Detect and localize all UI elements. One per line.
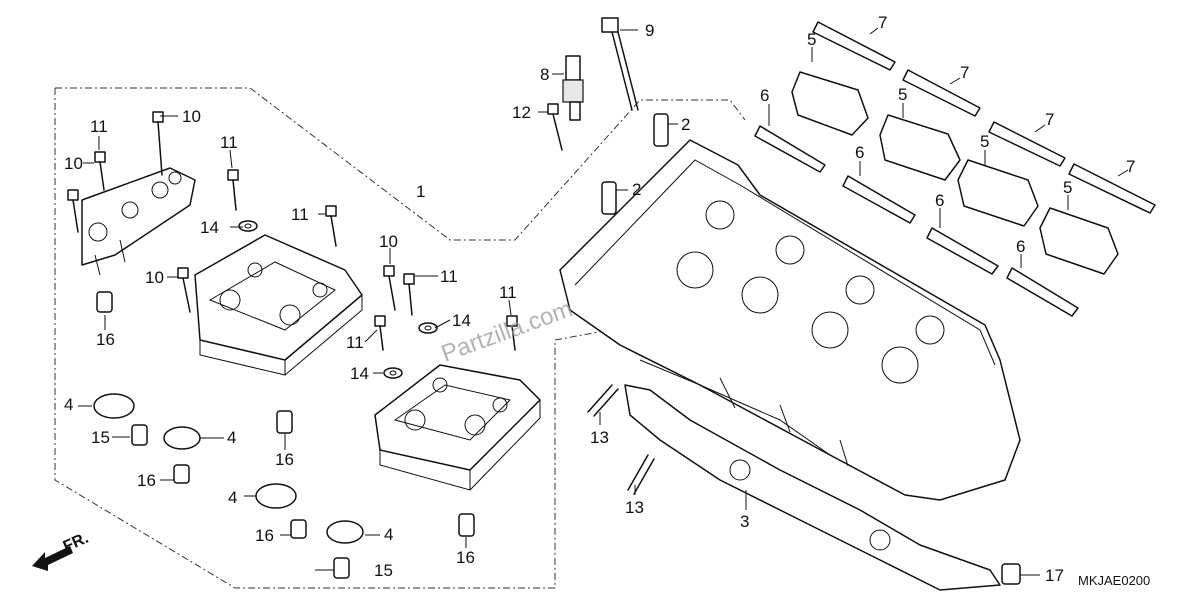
callout-14-b: 14 [452,311,471,330]
front-arrow-icon [32,546,73,571]
callout-17: 17 [1045,566,1064,585]
callout-7-b: 7 [960,63,969,82]
callout-16-d: 16 [255,526,274,545]
callout-2-lower: 2 [632,180,641,199]
stud-bolt-9[interactable] [601,17,639,111]
diagram-code: MKJAE0200 [1078,573,1150,588]
callout-8: 8 [540,65,549,84]
callout-10-c: 10 [145,268,164,287]
callout-16-a: 16 [96,330,115,349]
callout-4-a: 4 [64,395,73,414]
washer-set[interactable] [238,220,438,379]
callout-10-d: 10 [379,232,398,251]
cam-holder-upper[interactable] [194,234,363,376]
callout-5-c: 5 [980,132,989,151]
watermark-text: Partzilla.com [438,295,576,367]
callout-labels: 1 2 2 3 4 4 4 4 5 5 5 5 6 6 6 6 7 7 7 7 … [64,13,1135,585]
callout-15-b: 15 [374,561,393,580]
callout-14-c: 14 [350,364,369,383]
callout-11-c: 11 [291,205,309,224]
cam-holder-lower[interactable] [374,364,541,491]
front-label: FR. [61,530,91,556]
dowel-pin-set[interactable] [96,291,1021,585]
callout-11-d: 11 [440,267,458,286]
cylinder-head[interactable] [559,139,1021,501]
callout-12: 12 [512,103,531,122]
head-gasket[interactable] [624,384,1001,591]
callout-11-b: 11 [220,133,238,152]
leader-lines [78,27,1129,576]
callout-2-upper: 2 [681,115,690,134]
callout-6-b: 6 [855,143,864,162]
callout-7-c: 7 [1045,110,1054,129]
bolt-set[interactable] [67,103,563,351]
front-indicator: FR. [32,530,91,571]
callout-11-a: 11 [90,117,108,136]
band-clamp-set[interactable] [754,21,1156,317]
callout-5-a: 5 [807,30,816,49]
callout-13-a: 13 [590,428,609,447]
callout-10-a: 10 [182,107,201,126]
callout-7-d: 7 [1126,157,1135,176]
stud-set-13[interactable] [587,384,655,495]
callout-16-e: 16 [456,548,475,567]
callout-14-a: 14 [200,218,219,237]
callout-6-c: 6 [935,191,944,210]
callout-15-a: 15 [91,428,110,447]
callout-9: 9 [645,21,654,40]
o-ring-set[interactable] [93,393,364,544]
camshaft-holder-left[interactable] [81,167,196,276]
callout-13-b: 13 [625,498,644,517]
callout-4-d: 4 [384,525,393,544]
spark-plug[interactable] [562,55,584,121]
callout-5-d: 5 [1063,178,1072,197]
dowel-2[interactable] [601,113,669,215]
callout-11-f: 11 [346,333,364,352]
callout-16-c: 16 [137,471,156,490]
assembly-boundary [54,87,746,589]
callout-10-b: 10 [64,154,83,173]
callout-1: 1 [416,182,425,201]
insulator-set[interactable] [791,71,1119,275]
callout-11-e: 11 [499,283,517,302]
callout-6-d: 6 [1016,237,1025,256]
callout-3: 3 [740,512,749,531]
callout-6-a: 6 [760,86,769,105]
callout-5-b: 5 [898,85,907,104]
callout-16-b: 16 [275,450,294,469]
callout-7-a: 7 [878,13,887,32]
callout-4-b: 4 [227,428,236,447]
callout-4-c: 4 [228,488,237,507]
